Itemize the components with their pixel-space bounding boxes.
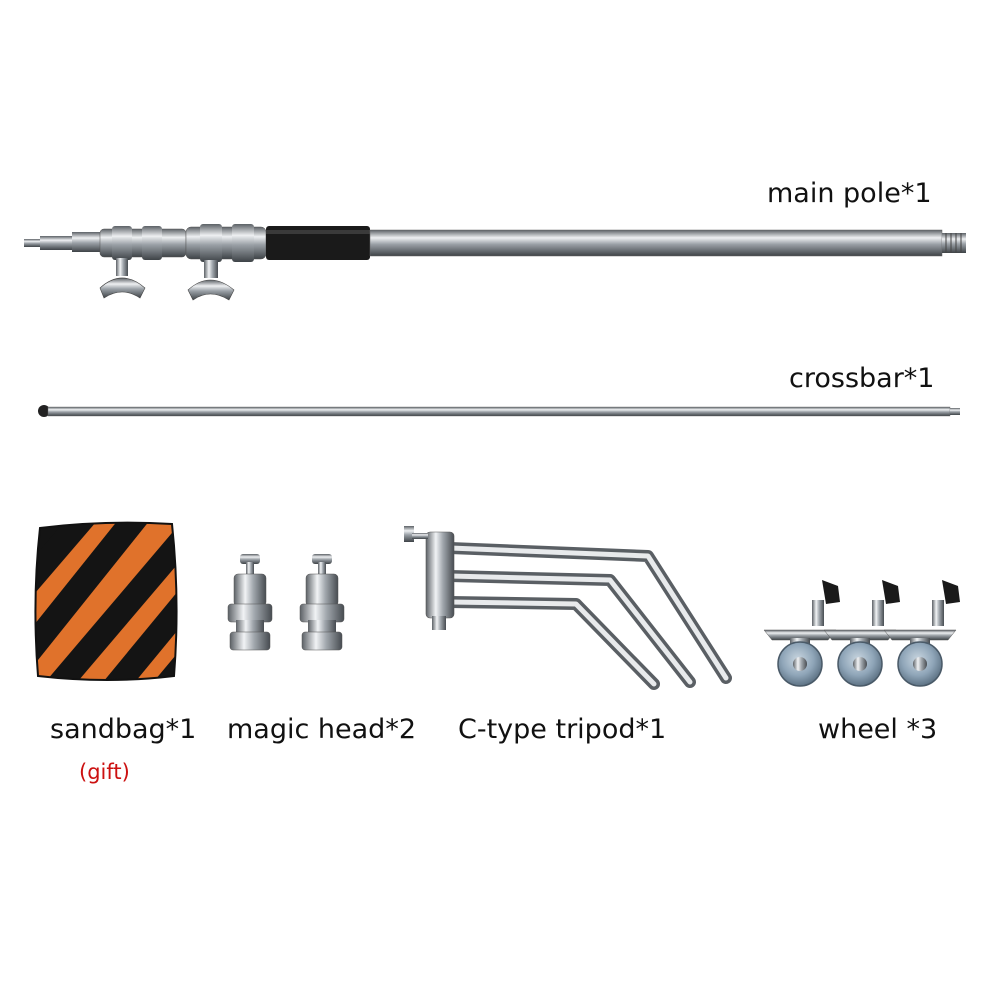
tripod-label: C-type tripod*1 — [458, 714, 667, 745]
sandbag-icon — [34, 521, 178, 681]
magic-head-label: magic head*2 — [227, 714, 416, 745]
main-pole-icon — [24, 224, 966, 301]
wheel-icon — [763, 580, 960, 687]
gift-note: (gift) — [79, 760, 130, 784]
crossbar-label: crossbar*1 — [789, 363, 935, 394]
main-pole-label: main pole*1 — [767, 178, 932, 209]
sandbag-label: sandbag*1 — [50, 714, 197, 745]
c-type-tripod-icon — [404, 526, 732, 690]
wheel-label: wheel *3 — [818, 714, 938, 745]
crossbar-icon — [38, 405, 960, 417]
magic-head-icon — [227, 554, 345, 651]
